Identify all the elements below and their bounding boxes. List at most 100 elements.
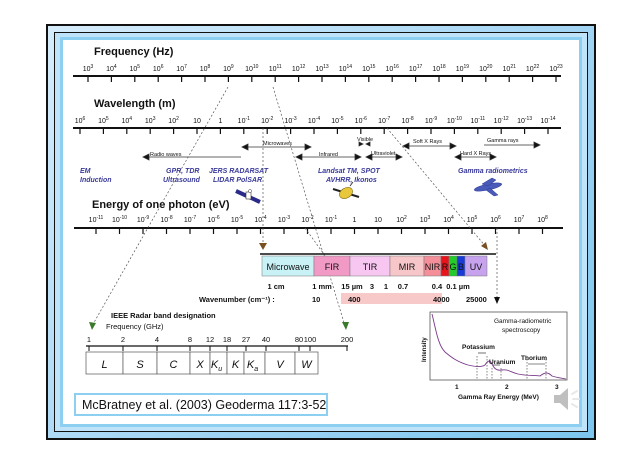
energy-tick-label: 10-8 — [160, 215, 172, 224]
wavenumber-highlight — [341, 293, 442, 304]
energy-tick-label: 10-5 — [231, 215, 243, 224]
wavelength-tick-label: 10-13 — [517, 116, 532, 125]
frequency-tick-label: 1018 — [432, 64, 446, 73]
arrowhead-icon — [89, 322, 96, 330]
application-landsat-line2: AVHRR, Ikonos — [325, 177, 377, 184]
wavelength-tick-label: 103 — [145, 116, 156, 125]
radar-tick-label: 2 — [121, 335, 125, 344]
radar-band-label: C — [170, 359, 178, 371]
frequency-tick-label: 104 — [106, 64, 117, 73]
energy-tick-label: 10-3 — [278, 215, 290, 224]
spectrum-wavelength-label: 15 µm — [341, 282, 363, 291]
spectrum-band-label: Microwave — [266, 262, 309, 272]
energy-tick-label: 103 — [420, 215, 431, 224]
energy-tick-label: 108 — [537, 215, 548, 224]
application-em-line1: EM — [80, 168, 91, 175]
citation-box: McBratney et al. (2003) Geoderma 117:3-5… — [74, 393, 328, 416]
application-landsat-line1: Landsat TM, SPOT — [318, 168, 381, 175]
wavenumber-value: 400 — [348, 295, 361, 304]
connector-arrowheads — [89, 242, 500, 330]
region-arrows — [142, 141, 541, 161]
energy-tick-label: 105 — [467, 215, 478, 224]
wavelength-tick-label: 10-7 — [378, 116, 390, 125]
frequency-tick-label: 1015 — [362, 64, 376, 73]
speaker-icon[interactable] — [550, 384, 584, 414]
spectrum-band-label: B — [458, 262, 464, 272]
gamma-spectroscopy-inset: Gamma-radiometric spectroscopy Intensity… — [422, 311, 568, 401]
spectrum-wavelength-label: 0.1 µm — [446, 282, 470, 291]
spectrum-wavelength-label: 1 cm — [267, 282, 284, 291]
radar-band-label: Ka — [247, 359, 258, 373]
wavelength-tick-label: 10-14 — [540, 116, 555, 125]
connector-lines — [91, 86, 498, 327]
frequency-tick-label: 106 — [153, 64, 164, 73]
landsat-satellite-icon — [332, 181, 360, 199]
radar-tick-label: 8 — [188, 335, 192, 344]
wavelength-tick-label: 10-6 — [355, 116, 367, 125]
energy-tick-label: 106 — [490, 215, 501, 224]
frequency-tick-label: 103 — [83, 64, 94, 73]
frequency-tick-label: 1012 — [292, 64, 306, 73]
region-label-hard-xrays: Hard X Rays — [460, 151, 491, 157]
spectrum-band-label: FIR — [325, 262, 340, 272]
region-label-soft-xrays: Soft X Rays — [413, 139, 442, 145]
gamma-inset-title-line1: Gamma-radiometric — [494, 318, 552, 325]
wavelength-tick-label: 10-8 — [401, 116, 413, 125]
radar-band-label: Ku — [211, 359, 222, 373]
spectrum-band-label: TIR — [363, 262, 378, 272]
gamma-peak-thorium: Thorium — [521, 355, 547, 362]
airplane-icon — [474, 177, 502, 197]
spectrum-wavelength-label: 3 — [370, 282, 374, 291]
radar-band-label: X — [195, 359, 204, 371]
radar-band-label: W — [301, 359, 313, 371]
frequency-tick-label: 1011 — [269, 64, 282, 73]
energy-tick-label: 1 — [353, 217, 357, 224]
gamma-xtick-3: 3 — [555, 384, 559, 391]
wavenumber-label: Wavenumber (cm⁻¹) : — [199, 295, 275, 304]
application-gamma: Gamma radiometrics — [458, 168, 528, 175]
energy-tick-label: 10-1 — [325, 215, 337, 224]
frequency-tick-label: 1016 — [386, 64, 400, 73]
spectrum-wavelength-label: 1 mm — [312, 282, 332, 291]
region-label-visible: Visible — [357, 137, 373, 143]
gamma-inset-xlabel: Gamma Ray Energy (MeV) — [458, 394, 539, 401]
wavelength-tick-label: 104 — [122, 116, 133, 125]
radar-tick-label: 4 — [155, 335, 159, 344]
wavelength-tick-label: 10-9 — [425, 116, 437, 125]
radar-band-label: S — [136, 359, 144, 371]
radar-tick-label: 27 — [242, 335, 250, 344]
energy-tick-label: 10 — [374, 217, 382, 224]
radar-tick-label: 40 — [262, 335, 270, 344]
radar-band-label: L — [101, 359, 107, 371]
application-gpr-line1: GPR, TDR — [166, 168, 199, 175]
radar-subtitle: Frequency (GHz) — [106, 322, 164, 331]
radar-tick-label: 100 — [304, 335, 317, 344]
frequency-tick-label: 109 — [223, 64, 234, 73]
frequency-tick-label: 1022 — [526, 64, 540, 73]
arrowhead-icon — [259, 243, 267, 250]
arrowhead-icon — [481, 242, 488, 250]
radar-band-label: K — [232, 359, 240, 371]
energy-tick-label: 10-7 — [184, 215, 196, 224]
spectrum-band-label: UV — [470, 262, 483, 272]
gamma-inset-title-line2: spectroscopy — [502, 327, 541, 334]
energy-tick-label: 10-6 — [207, 215, 219, 224]
energy-tick-label: 10-4 — [254, 215, 266, 224]
wavelength-tick-label: 10-11 — [470, 116, 485, 125]
frequency-tick-label: 108 — [200, 64, 211, 73]
energy-tick-label: 104 — [443, 215, 454, 224]
application-jers-line1: JERS RADARSAT — [209, 168, 269, 175]
wavelength-tick-label: 106 — [75, 116, 86, 125]
energy-axis-title: Energy of one photon (eV) — [92, 199, 230, 211]
energy-tick-label: 10-11 — [89, 215, 104, 224]
wavelength-axis-title: Wavelength (m) — [94, 98, 176, 110]
spectrum-wavelength-label: 0.4 — [432, 282, 443, 291]
region-label-gamma: Gamma rays — [487, 138, 519, 144]
